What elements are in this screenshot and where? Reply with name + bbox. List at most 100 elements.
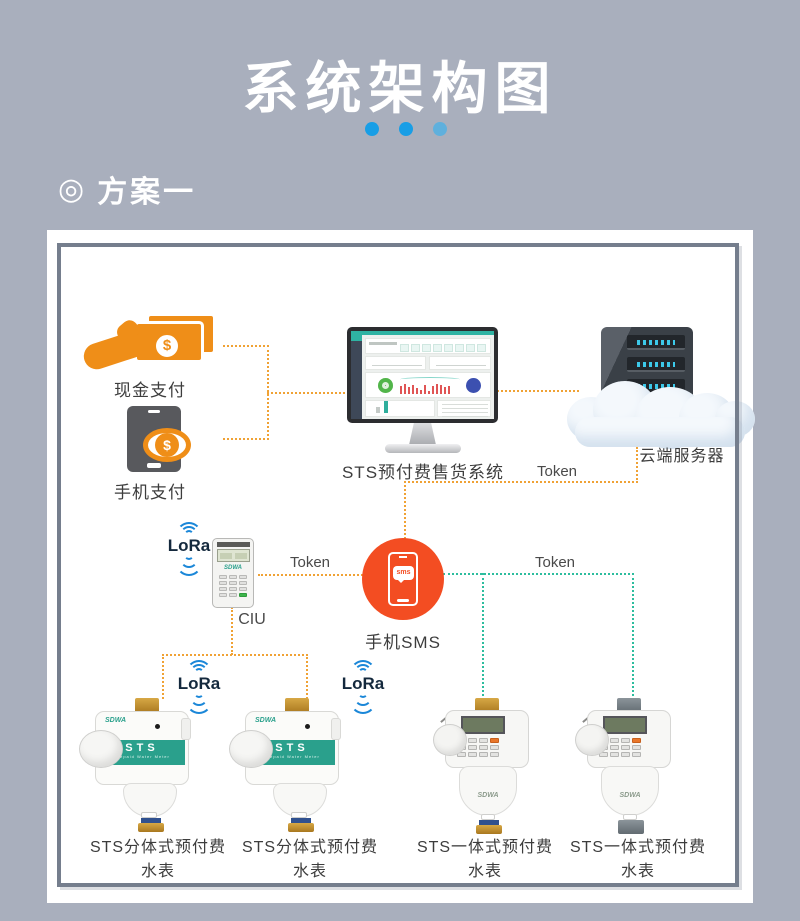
meter-knob xyxy=(575,724,609,756)
meter-sensor-dot xyxy=(305,724,310,729)
meter-coupling-icon xyxy=(288,823,314,832)
plan-label: 方案一 xyxy=(97,176,197,209)
token-label-top: Token xyxy=(536,463,578,480)
meter-coupling-icon xyxy=(285,698,309,713)
meter-brand-logo: SDWA xyxy=(477,792,499,799)
connector-sms-right-line xyxy=(443,573,634,575)
ciu-header-strip xyxy=(217,542,250,547)
dollar-coin-icon: $ xyxy=(155,433,179,457)
meter-gasket xyxy=(141,818,161,823)
meter-label: STS一体式预付费水表 xyxy=(569,839,707,880)
token-label-right: Token xyxy=(534,554,576,571)
meter-notch xyxy=(291,812,307,818)
connector-to-monitor-line xyxy=(267,392,349,394)
phone-outline-icon xyxy=(388,552,418,606)
dashboard-line-card xyxy=(365,356,426,370)
architecture-diagram-panel: Token Token Token $ 现金支付 $ 手机支付 xyxy=(47,230,755,903)
connector-cash-line xyxy=(223,345,269,347)
bullseye-icon: ◎ xyxy=(58,172,88,206)
meter-label: STS分体式预付费水表 xyxy=(241,839,379,880)
dot-icon xyxy=(399,122,413,136)
bar-chart-icon xyxy=(400,379,460,394)
meter-brand-logo: SDWA xyxy=(619,792,641,799)
sms-label: 手机SMS xyxy=(365,633,441,652)
water-meter-integrated: SDWA xyxy=(575,698,679,834)
cash-payment-label: 现金支付 xyxy=(114,381,186,400)
connector-mobilepay-line xyxy=(223,438,269,440)
connector-ciu-phone-line xyxy=(258,574,363,576)
connector-meter-bus-line xyxy=(162,654,308,656)
meter-knob xyxy=(229,730,273,768)
meter-gasket xyxy=(479,820,499,825)
token-label-left: Token xyxy=(289,554,331,571)
connector-ciu-down-line xyxy=(231,607,233,655)
meter-coupling-icon xyxy=(138,823,164,832)
connector-meter1-drop-line xyxy=(162,654,164,699)
meter-bulb xyxy=(459,766,517,816)
dashboard-table-card xyxy=(437,400,491,417)
cash-payment-icon: $ xyxy=(80,316,223,376)
meter-coupling-icon xyxy=(135,698,159,713)
ciu-label: CIU xyxy=(238,611,266,628)
title-dots-decoration xyxy=(365,122,447,136)
monitor-screen xyxy=(351,331,494,419)
lora-logo: LoRa xyxy=(333,660,393,714)
dashboard-content xyxy=(362,335,494,419)
phone-speaker-icon xyxy=(148,410,160,413)
meter-coupling-icon xyxy=(618,820,644,834)
meter-brand-logo: SDWA xyxy=(105,717,126,724)
dashboard-line-card xyxy=(429,356,491,370)
water-meter-integrated: SDWA xyxy=(433,698,537,834)
connector-server-down-line xyxy=(636,447,638,483)
phone-home-icon xyxy=(397,599,409,602)
water-meter-split: SDWA STS Prepaid Water Meter xyxy=(229,698,341,832)
meter-sensor-dot xyxy=(155,724,160,729)
donut-chart-icon xyxy=(378,378,393,393)
meter-bulb xyxy=(601,766,659,816)
pie-chart-icon xyxy=(466,378,481,393)
cloud-server-icon xyxy=(567,325,767,457)
meter-notch xyxy=(141,812,157,818)
lora-logo: LoRa xyxy=(159,522,219,576)
pos-system-label: STS预付费售货系统 xyxy=(341,463,505,482)
meter-label: STS分体式预付费水表 xyxy=(89,839,227,880)
phone-speaker-icon xyxy=(399,556,407,558)
connector-phone-down-line xyxy=(404,481,406,539)
meter-coupling-icon xyxy=(475,698,499,713)
connector-token-top-line xyxy=(404,481,638,483)
meter-lcd-icon xyxy=(461,716,505,734)
meter-gasket xyxy=(291,818,311,823)
ciu-device: SDWA xyxy=(212,538,254,608)
dot-icon xyxy=(433,122,447,136)
lora-label: LoRa xyxy=(177,674,221,693)
plan-heading: ◎ 方案一 xyxy=(58,167,196,211)
phone-home-icon xyxy=(147,463,161,468)
cloud-icon xyxy=(575,417,745,447)
lora-logo: LoRa xyxy=(169,660,229,714)
lora-label: LoRa xyxy=(341,674,385,693)
mobile-payment-label: 手机支付 xyxy=(114,483,186,502)
meter-label: STS一体式预付费水表 xyxy=(416,839,554,880)
lora-label: LoRa xyxy=(167,536,211,555)
dot-icon xyxy=(365,122,379,136)
meter-knob xyxy=(433,724,467,756)
sms-bubble-icon: sms xyxy=(393,566,414,580)
dashboard-bar-card xyxy=(365,400,435,417)
meter-knob xyxy=(79,730,123,768)
ciu-keypad xyxy=(219,575,249,597)
monitor-stand xyxy=(409,423,436,445)
connector-meter4-drop-line xyxy=(632,573,634,700)
monitor-base xyxy=(385,444,461,453)
meter-notch xyxy=(481,814,495,820)
meter-ear xyxy=(331,718,341,740)
ciu-brand-logo: SDWA xyxy=(224,565,242,571)
meter-coupling-icon xyxy=(476,825,502,834)
meter-notch xyxy=(623,814,637,820)
dashboard-topbar xyxy=(351,331,494,335)
water-meter-split: SDWA STS Prepaid Water Meter xyxy=(79,698,191,832)
dashboard-chart-card xyxy=(365,372,491,398)
connector-monitor-server-line xyxy=(497,390,579,392)
meter-brand-logo: SDWA xyxy=(255,717,276,724)
dashboard-sidebar xyxy=(351,335,362,419)
cloud-server-label: 云端服务器 xyxy=(639,448,725,465)
